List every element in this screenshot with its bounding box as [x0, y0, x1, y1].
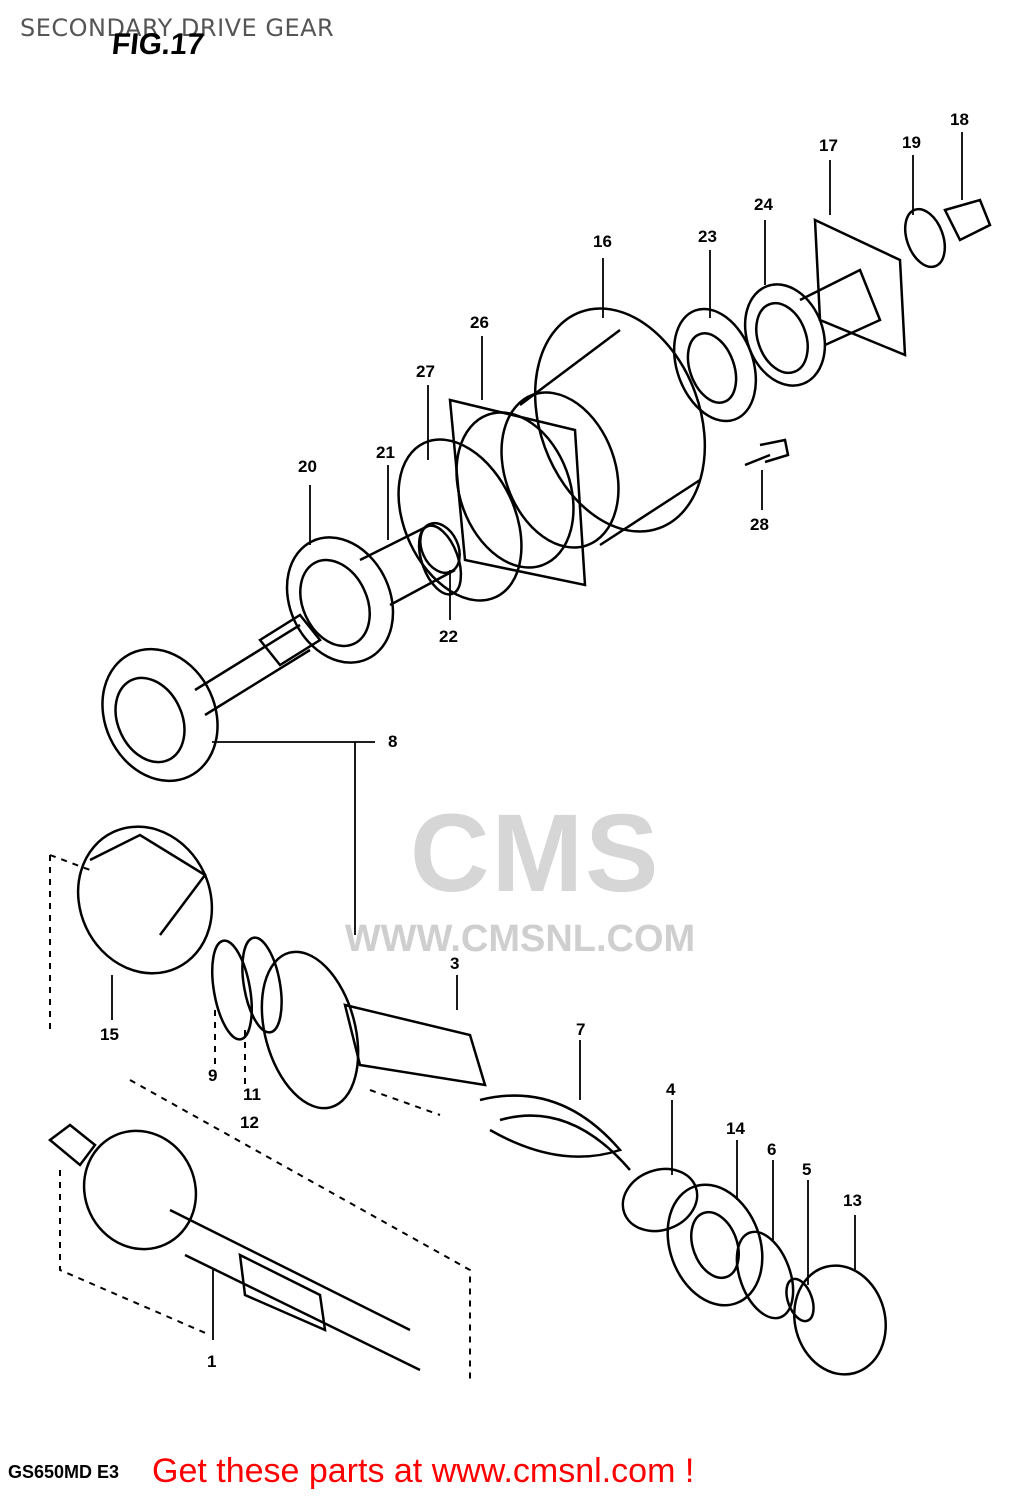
callout-22: 22: [439, 627, 458, 646]
callout-6: 6: [767, 1140, 776, 1159]
callout-12: 12: [240, 1113, 259, 1132]
bearing-14: [666, 1183, 764, 1307]
oil-seal-24: [743, 283, 827, 387]
nut-18: [943, 198, 992, 242]
spacer-21: [359, 521, 461, 607]
callout-28: 28: [750, 515, 769, 534]
callout-27: 27: [416, 362, 435, 381]
callout-9: 9: [208, 1066, 217, 1085]
bearing-15: [76, 825, 214, 975]
bolt-28: [744, 438, 790, 467]
driven-gear-3: [260, 950, 487, 1110]
callout-5: 5: [802, 1160, 811, 1179]
callout-15: 15: [100, 1025, 119, 1044]
bearing-20: [285, 536, 395, 664]
callout-7: 7: [576, 1020, 585, 1039]
watermark-url: WWW.CMSNL.COM: [344, 918, 696, 960]
o-ring-27: [397, 438, 523, 602]
bearing-23: [672, 307, 758, 423]
callout-3: 3: [450, 954, 459, 973]
washer-19: [903, 207, 947, 269]
drive-pinion-gear-8: [101, 613, 322, 783]
callout-18: 18: [950, 110, 969, 129]
shaft-1: [47, 1123, 421, 1372]
spring-7: [479, 1094, 631, 1171]
callout-26: 26: [470, 313, 489, 332]
callout-4: 4: [666, 1080, 676, 1099]
callout-11: 11: [243, 1085, 261, 1104]
model-code: GS650MD E3: [8, 1462, 120, 1482]
page-title: SECONDARY DRIVE GEAR: [20, 14, 335, 42]
callout-13: 13: [843, 1191, 862, 1210]
callout-21: 21: [376, 443, 395, 462]
watermark-logo: CMS: [410, 792, 661, 915]
ring-6: [735, 1230, 795, 1320]
housing-16: [500, 307, 707, 549]
shims-9-11-12: [211, 936, 283, 1041]
callout-14: 14: [726, 1119, 745, 1138]
callout-24: 24: [754, 195, 773, 214]
callout-1: 1: [207, 1352, 216, 1371]
cap-13: [793, 1264, 887, 1376]
gasket-26: [448, 398, 587, 587]
cta-link[interactable]: Get these parts at www.cmsnl.com !: [152, 1452, 695, 1490]
callout-17: 17: [819, 136, 838, 155]
callout-23: 23: [698, 227, 717, 246]
washer-5: [785, 1277, 815, 1323]
flange-17: [799, 217, 907, 357]
callout-19: 19: [902, 133, 921, 152]
callout-8: 8: [388, 732, 397, 751]
callout-16: 16: [593, 232, 612, 251]
callout-20: 20: [298, 457, 317, 476]
